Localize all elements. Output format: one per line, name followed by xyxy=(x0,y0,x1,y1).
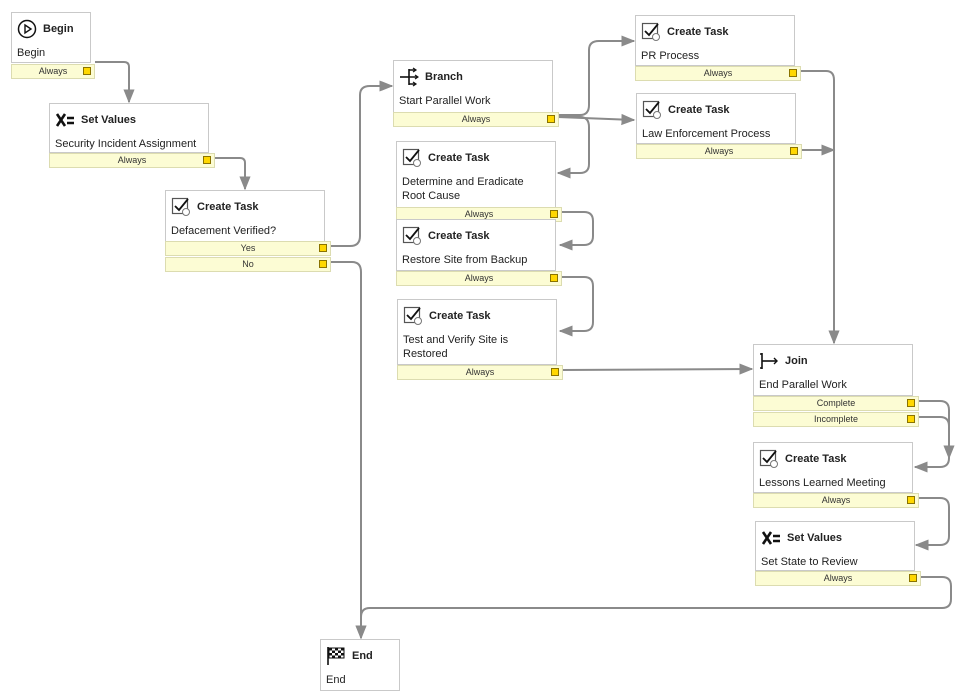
node-type: Create Task xyxy=(668,104,730,116)
node-label: Set State to Review xyxy=(761,556,858,568)
port-handle[interactable] xyxy=(319,260,327,268)
node-type: Set Values xyxy=(787,532,843,544)
node-type: Create Task xyxy=(197,201,259,213)
node-type: End xyxy=(352,650,373,662)
x-equals-icon xyxy=(55,110,75,130)
wire-complete-to-lessons xyxy=(913,400,950,473)
node-label: End xyxy=(326,674,346,686)
task-checkbox-icon xyxy=(641,22,661,42)
node-label: Defacement Verified? xyxy=(171,225,277,237)
create-task-lessons-node[interactable]: Create Task Lessons Learned Meeting xyxy=(753,442,913,493)
wire-no-to-end xyxy=(330,261,367,640)
wire-pr-to-join xyxy=(800,70,840,345)
wire-lessons-to-setstate xyxy=(914,497,950,551)
task-checkbox-icon xyxy=(171,197,191,217)
node-type: Join xyxy=(785,355,808,367)
wire-begin-to-setvalues xyxy=(95,61,135,104)
node-type: Create Task xyxy=(428,152,490,164)
node-label: Test and Verify Site is Restored xyxy=(403,334,509,360)
set-values-node[interactable]: Set Values Security Incident Assignment xyxy=(49,103,209,153)
port-handle[interactable] xyxy=(203,156,211,164)
create-task-restore-node[interactable]: Create Task Restore Site from Backup xyxy=(396,219,556,271)
port-lessons-always[interactable]: Always xyxy=(753,493,919,508)
port-pr-always[interactable]: Always xyxy=(635,66,801,81)
create-task-determine-node[interactable]: Create Task Determine and Eradicate Root… xyxy=(396,141,556,208)
wire-branch-to-pr xyxy=(558,35,636,116)
port-handle[interactable] xyxy=(907,496,915,504)
task-checkbox-icon xyxy=(403,306,423,326)
node-type: Create Task xyxy=(667,26,729,38)
wire-incomplete-to-lessons xyxy=(918,416,955,460)
wire-setstate-to-end xyxy=(355,576,952,640)
port-handle[interactable] xyxy=(319,244,327,252)
port-handle[interactable] xyxy=(909,574,917,582)
node-type: Begin xyxy=(43,23,74,35)
join-merge-icon xyxy=(759,351,779,371)
node-type: Branch xyxy=(425,71,463,83)
wire-yes-to-branch xyxy=(330,80,394,247)
port-begin-always[interactable]: Always xyxy=(11,64,95,79)
task-checkbox-icon xyxy=(402,148,422,168)
port-handle[interactable] xyxy=(789,69,797,77)
node-type: Set Values xyxy=(81,114,137,126)
port-law-always[interactable]: Always xyxy=(636,144,802,159)
task-checkbox-icon xyxy=(759,449,779,469)
wire-restore-to-test xyxy=(558,276,594,337)
join-node[interactable]: Join End Parallel Work xyxy=(753,344,913,396)
port-defacement-yes[interactable]: Yes xyxy=(165,241,331,256)
create-task-test-node[interactable]: Create Task Test and Verify Site is Rest… xyxy=(397,299,557,365)
task-checkbox-icon xyxy=(642,100,662,120)
node-label: Lessons Learned Meeting xyxy=(759,477,886,489)
port-test-always[interactable]: Always xyxy=(397,365,563,380)
end-node[interactable]: End End xyxy=(320,639,400,691)
node-label: Security Incident Assignment xyxy=(55,138,197,150)
node-label: Determine and Eradicate Root Cause xyxy=(402,176,524,202)
port-handle[interactable] xyxy=(907,415,915,423)
port-handle[interactable] xyxy=(547,115,555,123)
port-handle[interactable] xyxy=(550,274,558,282)
wire-determine-to-restore xyxy=(558,211,594,251)
play-circle-icon xyxy=(17,19,37,39)
node-label: Start Parallel Work xyxy=(399,95,491,107)
node-label: End Parallel Work xyxy=(759,379,847,391)
checkered-flag-icon xyxy=(326,646,346,666)
port-handle[interactable] xyxy=(551,368,559,376)
task-checkbox-icon xyxy=(402,226,422,246)
branch-node[interactable]: Branch Start Parallel Work xyxy=(393,60,553,113)
wire-setvalues-to-defacement xyxy=(214,157,251,191)
port-setstate-always[interactable]: Always xyxy=(755,571,921,586)
node-type: Create Task xyxy=(429,310,491,322)
port-handle[interactable] xyxy=(907,399,915,407)
set-values-state-node[interactable]: Set Values Set State to Review xyxy=(755,521,915,571)
branch-fork-icon xyxy=(399,67,419,87)
port-handle[interactable] xyxy=(790,147,798,155)
port-join-incomplete[interactable]: Incomplete xyxy=(753,412,919,427)
port-branch-always[interactable]: Always xyxy=(393,112,559,127)
port-handle[interactable] xyxy=(550,210,558,218)
create-task-law-node[interactable]: Create Task Law Enforcement Process xyxy=(636,93,796,144)
node-label: Restore Site from Backup xyxy=(402,254,528,266)
node-label: Begin xyxy=(17,47,46,59)
node-type: Create Task xyxy=(785,453,847,465)
wire-branch-to-determine xyxy=(556,116,590,179)
create-task-defacement-node[interactable]: Create Task Defacement Verified? xyxy=(165,190,325,242)
port-restore-always[interactable]: Always xyxy=(396,271,562,286)
create-task-pr-node[interactable]: Create Task PR Process xyxy=(635,15,795,66)
wire-test-to-join xyxy=(561,363,754,375)
node-label: Law Enforcement Process xyxy=(642,128,771,140)
port-defacement-no[interactable]: No xyxy=(165,257,331,272)
begin-node[interactable]: Begin Begin xyxy=(11,12,91,63)
node-type: Create Task xyxy=(428,230,490,242)
port-join-complete[interactable]: Complete xyxy=(753,396,919,411)
port-handle[interactable] xyxy=(83,67,91,75)
x-equals-icon xyxy=(761,528,781,548)
node-label: PR Process xyxy=(641,50,700,62)
port-setvalues-always[interactable]: Always xyxy=(49,153,215,168)
